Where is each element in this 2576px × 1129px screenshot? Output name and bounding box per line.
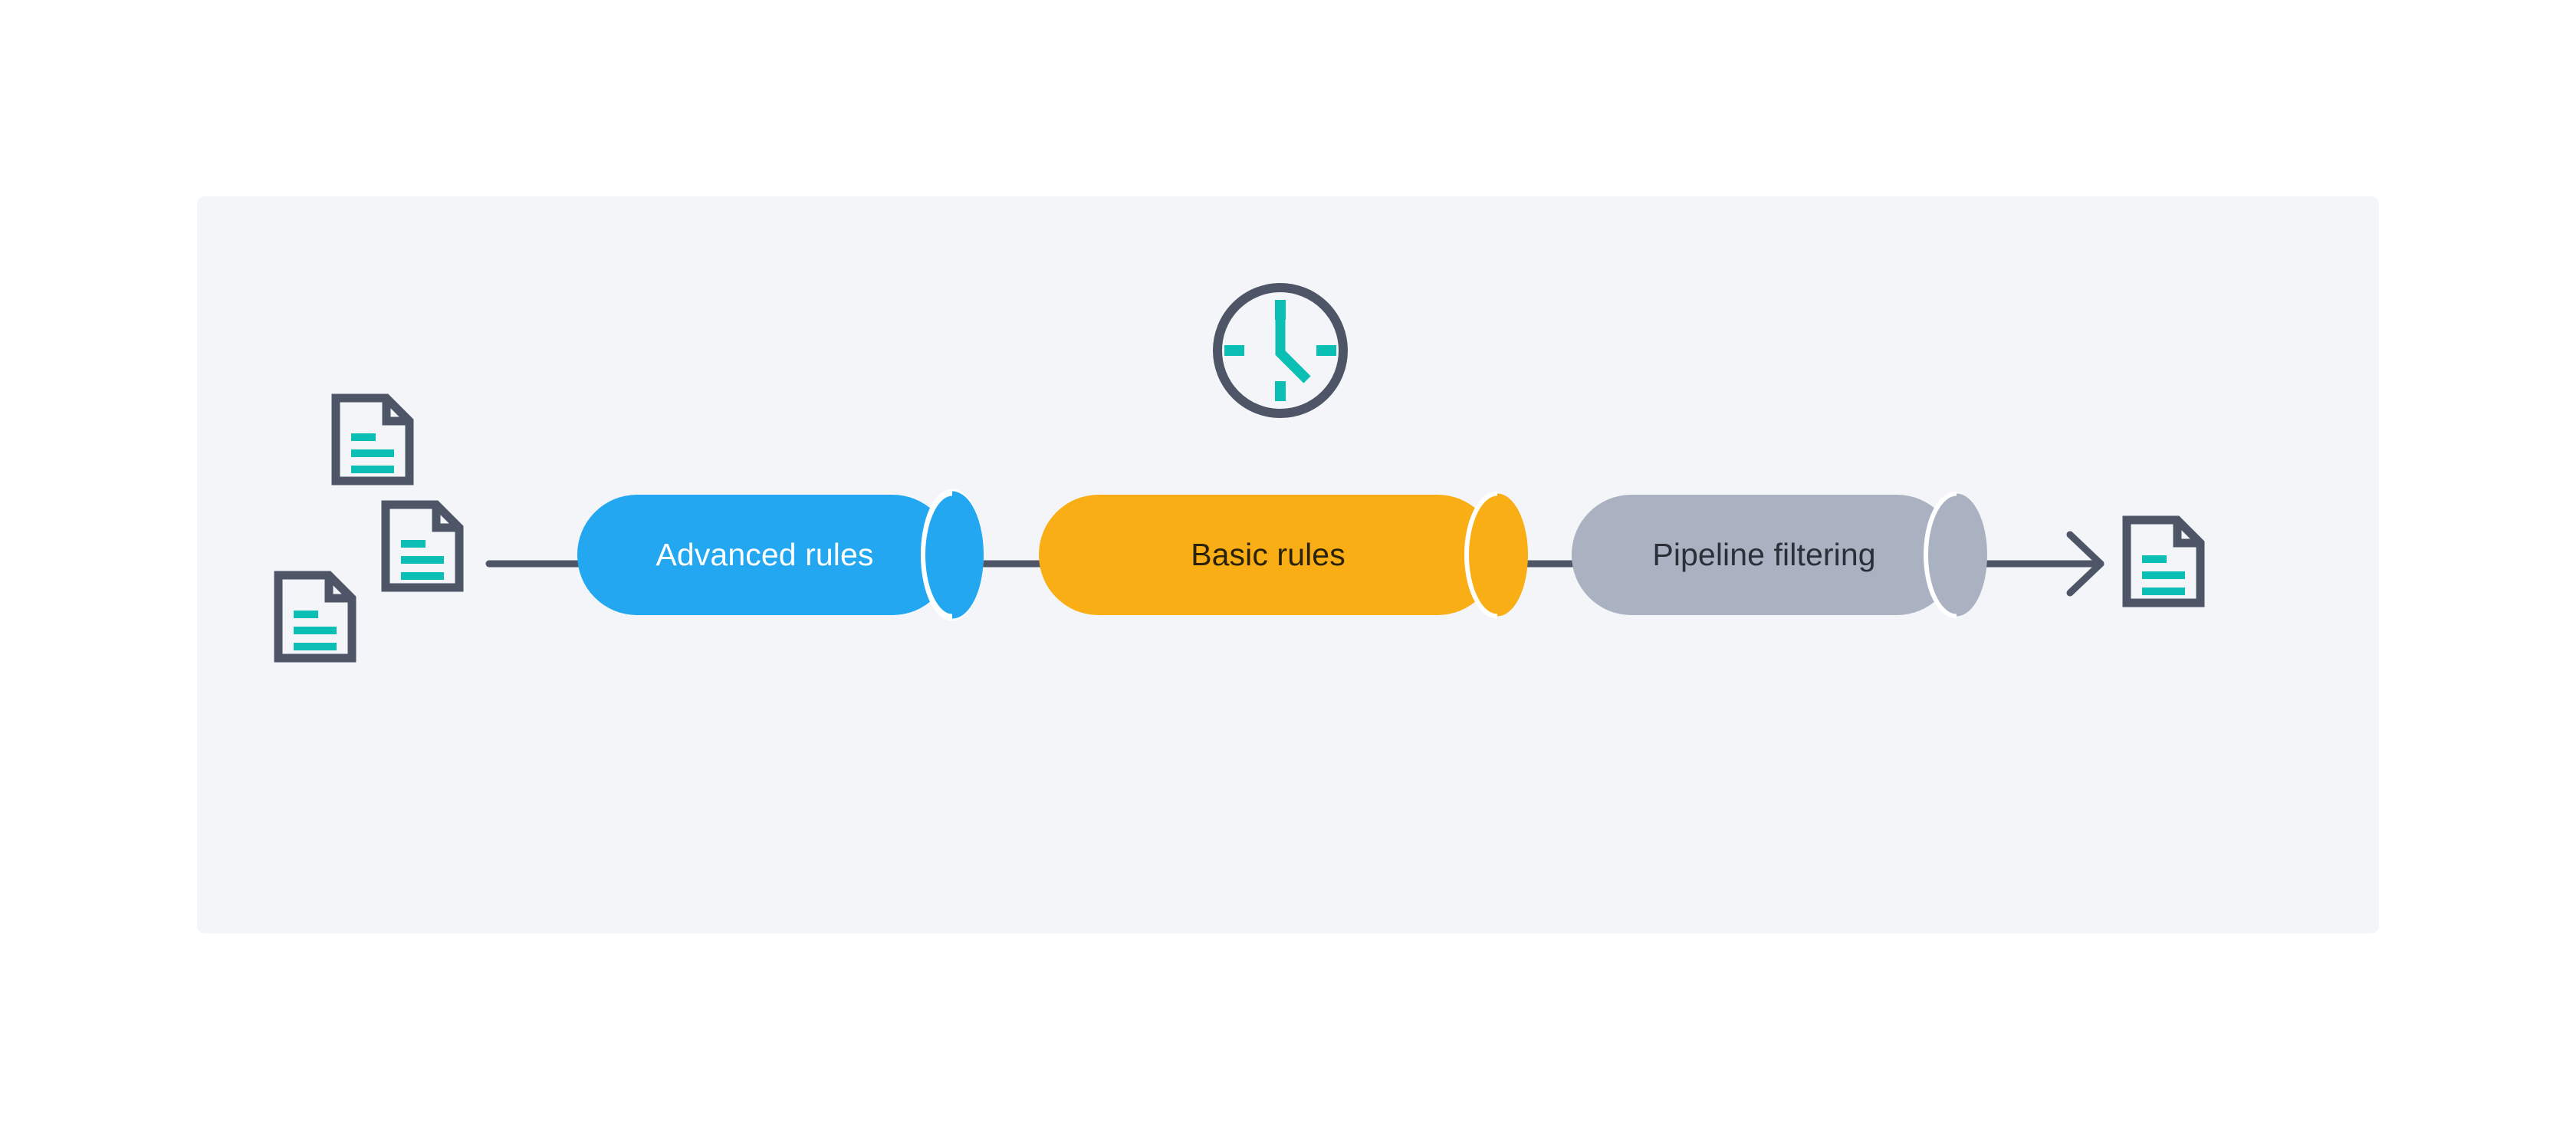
source-document-1-icon <box>336 398 409 481</box>
arrowhead-icon <box>2066 531 2104 597</box>
node-advanced-rules[interactable] <box>577 489 984 621</box>
clock-tick-12 <box>1275 300 1286 320</box>
clock-tick-9 <box>1224 345 1244 356</box>
clock-tick-3 <box>1316 345 1336 356</box>
clock-icon <box>1213 283 1348 418</box>
output-document-icon <box>2127 520 2200 603</box>
node-basic-rules[interactable] <box>1039 491 1528 619</box>
node-pipeline-filtering[interactable] <box>1572 491 1987 619</box>
source-document-3-icon <box>278 575 352 658</box>
clock-tick-6 <box>1275 381 1286 401</box>
source-document-2-icon <box>386 505 459 588</box>
clock-hands <box>1275 318 1311 383</box>
